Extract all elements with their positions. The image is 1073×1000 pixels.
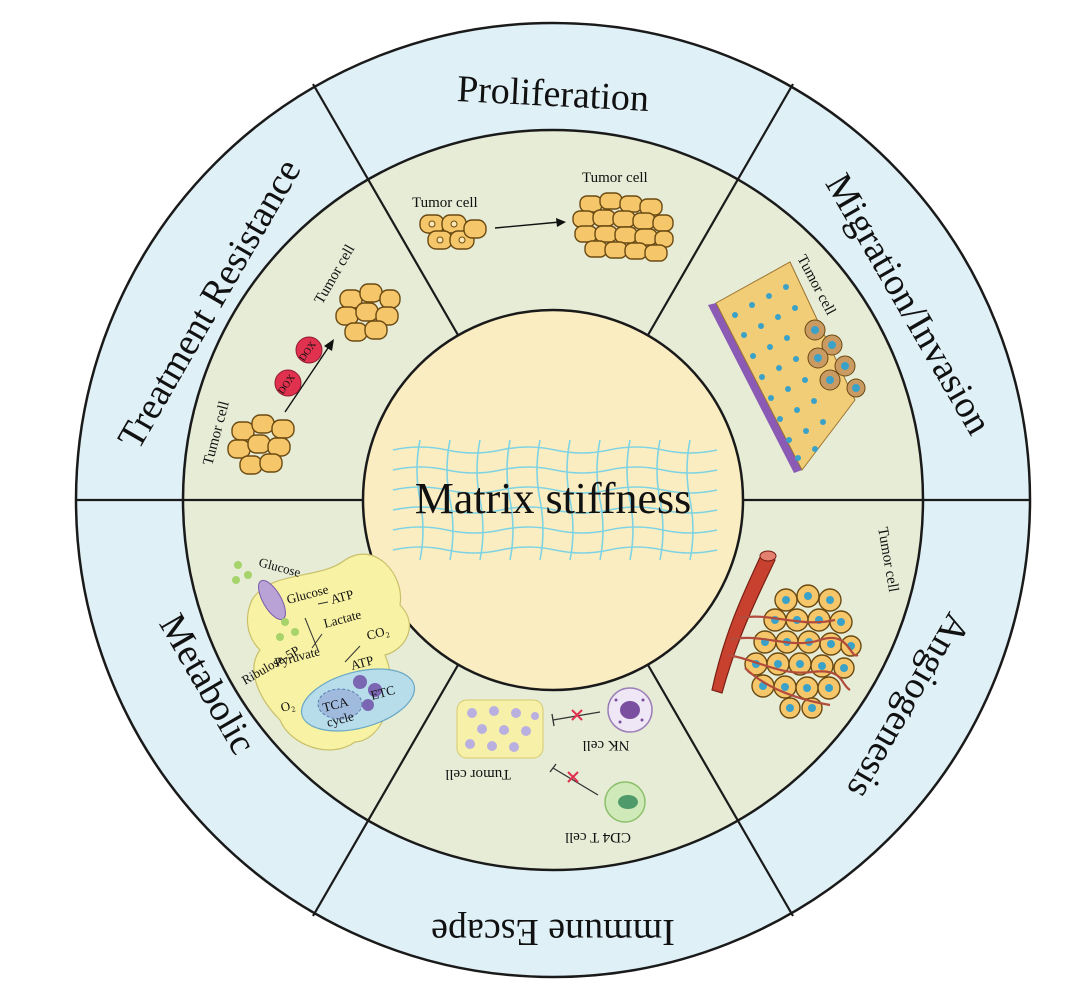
- cd4-inhibition-line: [552, 767, 599, 796]
- tumor-cell-cluster-large: [572, 192, 674, 262]
- proliferation-right-label: Tumor cell: [582, 170, 648, 186]
- invading-cells: [804, 319, 866, 398]
- blood-vessel: [711, 552, 776, 694]
- etc-label: ETC: [369, 682, 397, 703]
- angiogenesis-illustration: Tumor cell: [711, 526, 901, 719]
- co2-label: CO₂: [365, 623, 391, 643]
- immune-tumor-label: Tumor cell: [445, 766, 511, 782]
- proliferation-arrow: [494, 221, 561, 229]
- stiffness-grid: [392, 439, 718, 561]
- proliferation-left-label: Tumor cell: [412, 195, 478, 211]
- nk-label: NK cell: [582, 737, 629, 753]
- metabolic-illustration: Glucose Glucose ATP Lactate Ribulose-5P …: [232, 553, 416, 751]
- tca-label: TCA: [321, 694, 351, 715]
- basement-membrane: [708, 303, 802, 473]
- dox-molecule-2: [295, 336, 323, 364]
- immune-escape-title: Immune Escape: [431, 911, 675, 953]
- cycle-label: cycle: [325, 708, 356, 730]
- cd4-label: CD4 T cell: [565, 829, 631, 845]
- tumor-cell-cluster-small: [419, 214, 487, 250]
- o2-label: O₂: [279, 697, 296, 715]
- resistant-cluster-bottom: [227, 414, 295, 475]
- proliferation-title: Proliferation: [456, 68, 650, 120]
- atp-label-2: ATP: [349, 652, 375, 672]
- sector-dividers: [76, 83, 1030, 917]
- treatment-arrowhead: [324, 339, 334, 351]
- immune-illustration: Tumor cell NK cell CD4 T cell: [445, 687, 653, 845]
- dox-molecule-1: [274, 369, 302, 397]
- center-title: Matrix stiffness: [415, 474, 692, 523]
- nk-block-x: [571, 709, 583, 721]
- migration-illustration: Tumor cell: [708, 252, 866, 473]
- center-disk: [361, 308, 745, 692]
- cd4-block-x: [567, 771, 579, 783]
- proliferation-illustration: Tumor cell Tumor cell: [412, 170, 674, 262]
- resistant-cluster-top: [335, 283, 401, 342]
- capillary-branches: [727, 615, 859, 707]
- epithelial-sheet: [715, 261, 856, 471]
- treatment-arrow: [284, 344, 331, 413]
- proliferation-arrowhead: [556, 218, 566, 227]
- epithelial-nuclei: [732, 284, 826, 461]
- atp-label-1: ATP: [329, 586, 355, 606]
